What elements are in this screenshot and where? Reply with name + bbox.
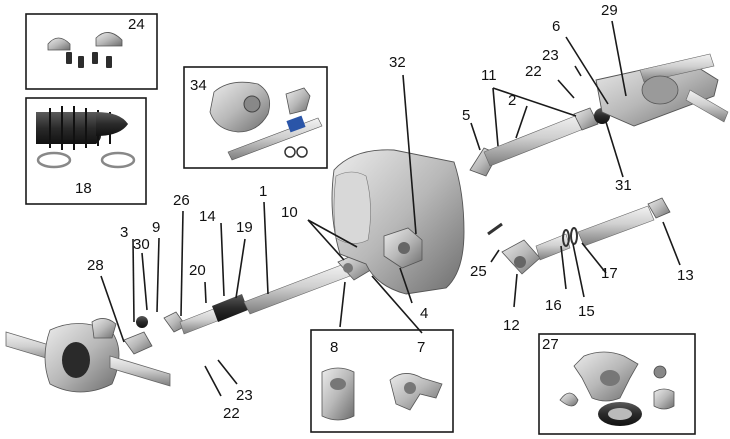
callout-28: 28 bbox=[87, 257, 104, 274]
callout-23-lower: 23 bbox=[236, 387, 253, 404]
leader-lines bbox=[100, 20, 681, 397]
callout-24: 24 bbox=[128, 16, 145, 33]
callout-15: 15 bbox=[578, 303, 595, 320]
callout-20: 20 bbox=[189, 262, 206, 279]
front-axle bbox=[5, 316, 171, 393]
callout-23-upper: 23 bbox=[542, 47, 559, 64]
strap-kit-box bbox=[25, 13, 158, 90]
callout-16: 16 bbox=[545, 297, 562, 314]
callout-1: 1 bbox=[259, 183, 268, 200]
callout-4: 4 bbox=[420, 305, 429, 322]
rear-driveshaft-upper bbox=[469, 107, 610, 177]
callout-34: 34 bbox=[190, 77, 207, 94]
callout-2: 2 bbox=[508, 92, 517, 109]
callout-8: 8 bbox=[330, 339, 339, 356]
callout-3: 3 bbox=[120, 224, 129, 241]
yoke-kit-box bbox=[538, 333, 696, 435]
callout-12: 12 bbox=[503, 317, 520, 334]
callout-29: 29 bbox=[601, 2, 618, 19]
callout-7: 7 bbox=[417, 339, 426, 356]
callout-22-lower: 22 bbox=[223, 405, 240, 422]
boot-kit-box bbox=[25, 97, 147, 205]
callout-5: 5 bbox=[462, 107, 471, 124]
callout-25: 25 bbox=[470, 263, 487, 280]
callout-6: 6 bbox=[552, 18, 561, 35]
rear-driveshaft-lower bbox=[487, 197, 671, 275]
callout-27: 27 bbox=[542, 336, 559, 353]
yoke-box bbox=[310, 329, 454, 433]
callout-13: 13 bbox=[677, 267, 694, 284]
callout-31: 31 bbox=[615, 177, 632, 194]
transfer-case bbox=[331, 149, 465, 295]
callout-17: 17 bbox=[601, 265, 618, 282]
output-kit-box bbox=[183, 66, 328, 169]
callout-19: 19 bbox=[236, 219, 253, 236]
callout-22-upper: 22 bbox=[525, 63, 542, 80]
callout-14: 14 bbox=[199, 208, 216, 225]
callout-32: 32 bbox=[389, 54, 406, 71]
callout-18: 18 bbox=[75, 180, 92, 197]
callout-11: 11 bbox=[481, 67, 497, 84]
rear-axle bbox=[595, 53, 729, 127]
callout-10: 10 bbox=[281, 204, 298, 221]
callout-9: 9 bbox=[152, 219, 161, 236]
callout-26: 26 bbox=[173, 192, 190, 209]
callout-30: 30 bbox=[133, 236, 150, 253]
